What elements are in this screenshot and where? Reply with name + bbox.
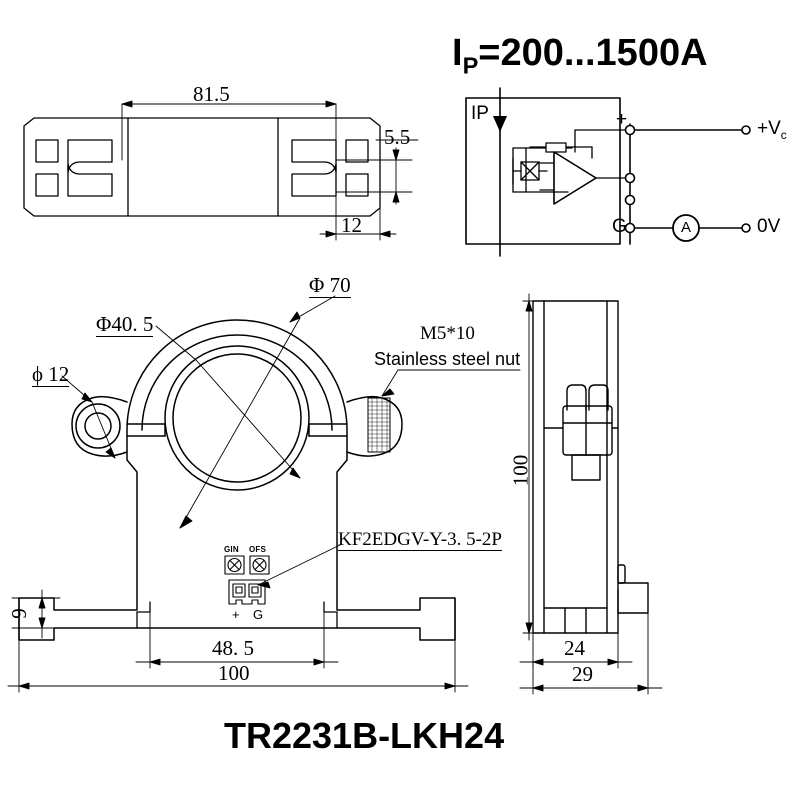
terminal-plus-label: + — [232, 607, 240, 622]
dim-label-inner-width: 48. 5 — [212, 636, 254, 660]
dim-81-5 — [121, 100, 337, 161]
dim-9 — [11, 589, 61, 639]
dim-label-inner-ring: Φ40. 5 — [96, 312, 154, 337]
ground-terminal-label: G — [612, 216, 627, 237]
zero-volt-label: 0V — [757, 216, 781, 237]
supply-output-subscript: c — [780, 128, 787, 142]
dim-5-5 — [335, 139, 419, 205]
side-view-outline — [532, 300, 649, 634]
front-view-outline — [18, 319, 456, 641]
dim-12 — [319, 159, 397, 241]
dim-label-side-height: 100 — [508, 454, 533, 487]
current-range-subscript: P — [462, 52, 479, 79]
top-view-outline — [23, 117, 381, 217]
front-view-base — [18, 597, 456, 641]
nut-hatching — [367, 397, 391, 453]
dim-label-12: 12 — [341, 213, 362, 237]
dim-label-5-5: 5.5 — [384, 125, 411, 149]
note-nut-size: M5*10 — [420, 323, 475, 344]
current-range-symbol: I — [452, 32, 463, 74]
circuit-block — [465, 87, 751, 257]
note-connector-type: KF2EDGV-Y-3. 5-2P — [338, 529, 502, 551]
terminal-block — [224, 555, 270, 605]
note-nut-material: Stainless steel nut — [374, 349, 521, 369]
terminal-offset-label: OFS — [249, 545, 267, 554]
dim-48-5 — [135, 611, 339, 669]
leader-lines — [61, 295, 521, 589]
dim-label-total-width: 100 — [218, 661, 250, 685]
plus-terminal-label: + — [616, 109, 628, 130]
terminal-gain-label: GIN — [224, 545, 239, 554]
terminal-ground-label: G — [253, 607, 264, 622]
dim-label-outer-dia: Φ 70 — [309, 273, 351, 298]
part-number-title: TR2231B-LKH24 — [224, 715, 505, 756]
dim-100-side — [522, 293, 546, 641]
ammeter-label: A — [681, 219, 692, 236]
dim-label-81-5: 81.5 — [193, 82, 230, 106]
supply-output-main: +V — [757, 118, 781, 139]
dim-label-side-total-width: 29 — [572, 662, 593, 686]
supply-output-label: +Vc — [757, 119, 787, 142]
current-range-title: IP=200...1500A — [452, 34, 708, 78]
dim-100-front — [7, 639, 469, 693]
current-range-value: =200...1500A — [478, 32, 708, 74]
dim-29 — [519, 612, 663, 695]
primary-current-label: IP — [471, 103, 489, 124]
dim-label-body-width: 24 — [564, 636, 585, 660]
dim-label-hole: ϕ 12 — [32, 362, 70, 387]
dim-label-base-height: 9 — [6, 608, 31, 619]
